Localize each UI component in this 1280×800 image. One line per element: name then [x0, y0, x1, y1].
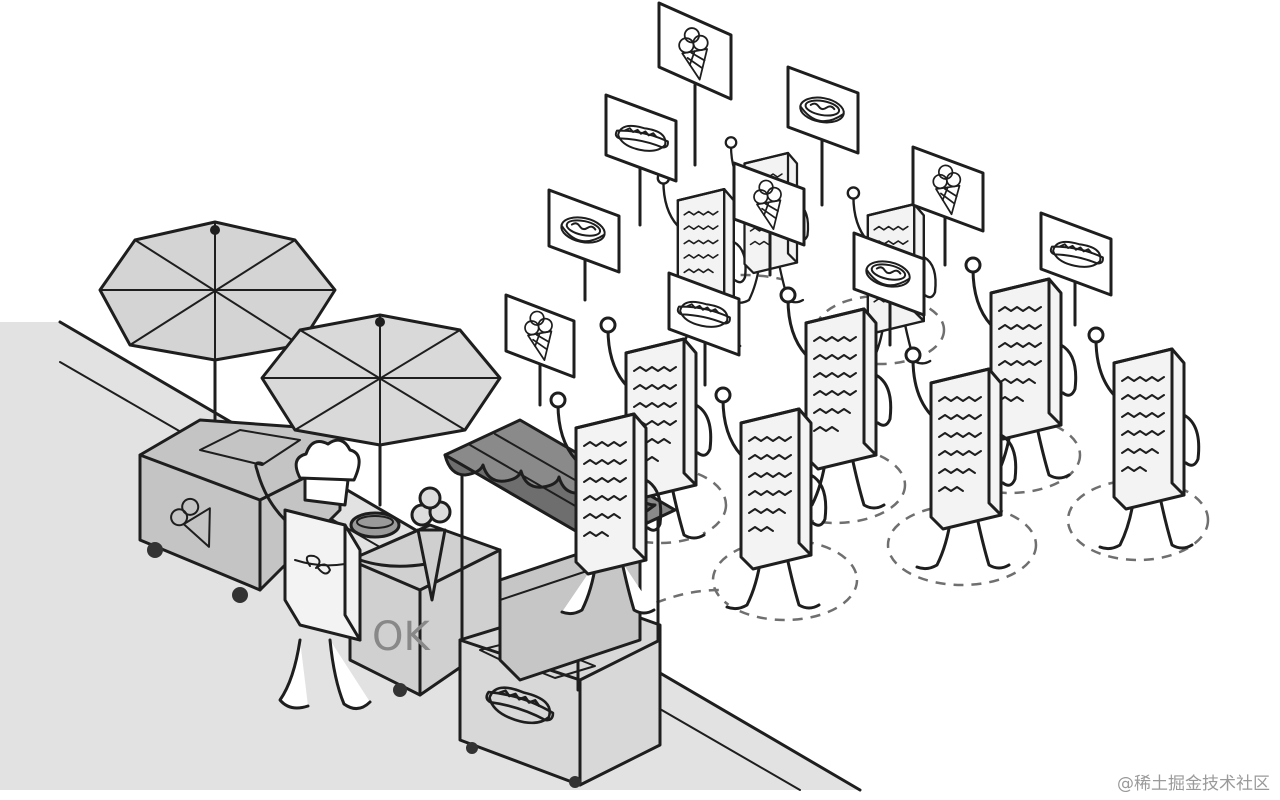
sign-ice-cream [657, 1, 733, 167]
document-character [1087, 326, 1201, 551]
cart-ok-label: OK [372, 614, 431, 660]
sign-ramen [852, 231, 926, 347]
watermark-text: @稀土掘金技术社区 [1117, 774, 1270, 794]
sign-ice-cream [504, 293, 576, 407]
chef-character [254, 438, 452, 710]
umbrella-back [98, 220, 337, 422]
sign-hotdog [604, 93, 678, 227]
document-character [904, 346, 1018, 571]
sign-hotdog [667, 271, 741, 387]
umbrella-front [260, 313, 502, 507]
sign-ramen [547, 188, 621, 302]
sign-hotdog [1039, 211, 1113, 327]
sign-ice-cream [911, 145, 985, 267]
sign-ramen [786, 65, 860, 207]
protest-signs [504, 1, 1113, 407]
sign-ice-cream [732, 161, 806, 277]
document-character [714, 386, 828, 611]
